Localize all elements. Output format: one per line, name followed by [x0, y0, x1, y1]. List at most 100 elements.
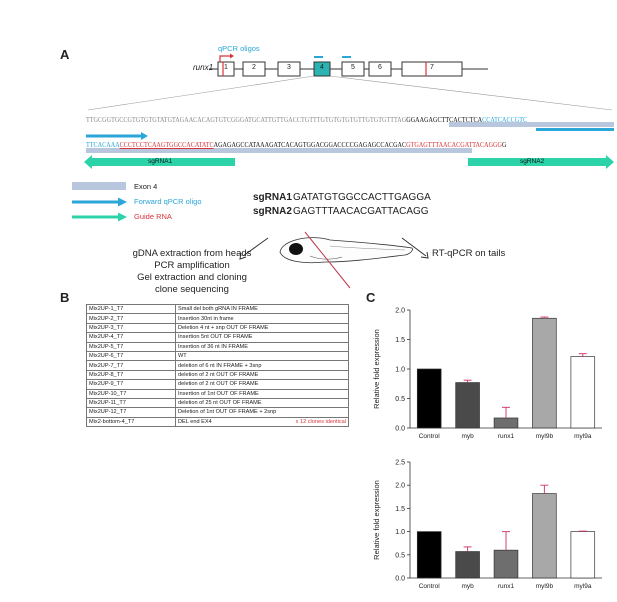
- x-tick-label: Control: [419, 583, 441, 590]
- y-tick-label: 0.5: [395, 396, 405, 403]
- sequence-line-2: TTCACAAACCCTCCTCAAGTGGCCACATATCAGAGAGCCA…: [86, 141, 507, 149]
- exon-2: [242, 61, 266, 77]
- gene-diagram: [84, 53, 614, 169]
- clone-id: Mix2UP-12_T7: [86, 407, 176, 418]
- exon-4: [313, 61, 331, 77]
- clone-id: Mix2UP-2_T7: [86, 313, 176, 324]
- bar-control: [416, 368, 442, 429]
- clone-id: Mix2UP-5_T7: [86, 341, 176, 352]
- sgrna2-sequence: sgRNA2GAGTTTAACACGATTACAGG: [253, 206, 429, 217]
- y-tick-label: 0.5: [395, 552, 405, 559]
- clone-id: Mix2UP-1_T7: [86, 303, 176, 315]
- x-tick-label: Control: [419, 433, 441, 440]
- clone-id: Mix2UP-11_T7: [86, 397, 176, 409]
- gdna-workflow-caption: gDNA extraction from heads PCR amplifica…: [132, 248, 252, 295]
- bar-control: [416, 531, 442, 579]
- mutation-text: deletion of 6 nt IN FRAME + 3snp: [178, 362, 262, 369]
- exon-label: 3: [287, 64, 291, 71]
- bar-myl9a: [570, 531, 596, 579]
- mutation-text: Insertion of 1nt OUT OF FRAME: [178, 390, 259, 397]
- mutation-text: Insertion of 36 nt IN FRAME: [178, 343, 248, 350]
- exon-1: [217, 61, 235, 77]
- y-tick-label: 1.5: [395, 337, 405, 344]
- exon-6: [368, 61, 392, 77]
- clone-id: Mix2UP-6_T7: [86, 350, 176, 362]
- bar-runx1: [493, 549, 519, 579]
- x-tick-label: runx1: [498, 583, 515, 590]
- y-tick-label: 1.0: [395, 529, 405, 536]
- exon-3: [277, 61, 301, 77]
- y-tick-label: 0.0: [395, 426, 405, 433]
- mutation-text: Deletion 4 nt + snp OUT OF FRAME: [178, 324, 269, 331]
- exon-label: 7: [430, 64, 434, 71]
- zebrafish-larva-illustration: [279, 231, 413, 289]
- clone-id: Mix2-bottom-4_T7: [86, 416, 176, 428]
- exon-5: [341, 61, 365, 77]
- panel-b-letter: B: [60, 290, 70, 305]
- gene-name: runx1: [193, 63, 214, 72]
- mutation-text: DEL end EX4: [178, 418, 212, 425]
- mutation-text: Insertion 30nt in frame: [178, 315, 234, 322]
- panel-c-letter: C: [366, 290, 376, 305]
- mutation-text: deletion of 25 nt OUT OF FRAME: [178, 400, 262, 407]
- exon-label: 5: [351, 64, 355, 71]
- clone-mutation: Deletion 4 nt + snp OUT OF FRAME: [175, 322, 349, 334]
- sgrna2-arrow-label: sgRNA2: [520, 158, 545, 165]
- mutation-text: WT: [178, 353, 187, 360]
- mutation-text: Insertion 5nt OUT OF FRAME: [178, 334, 253, 341]
- exon-label: 6: [378, 64, 382, 71]
- mutation-text: deletion of 2 nt OUT OF FRAME: [178, 381, 259, 388]
- clone-id: Mix2UP-7_T7: [86, 360, 176, 371]
- clone-mutation: DEL end EX4 x 12 clones identical: [175, 416, 349, 428]
- panel-a-letter: A: [60, 47, 70, 62]
- sequence-line-1: TTGCGGTGCCGTGTGTGTATGTAGAACACAGTGTCGGGAT…: [86, 116, 528, 124]
- bar-runx1: [493, 417, 519, 429]
- x-tick-label: myb: [461, 433, 474, 440]
- identical-clones-note: x 12 clones identical: [295, 418, 346, 425]
- sgrna1-sequence: sgRNA1GATATGTGGCCACTTGAGGA: [253, 192, 431, 203]
- clone-id: Mix2UP-4_T7: [86, 332, 176, 343]
- rtqpcr-caption: RT-qPCR on tails: [432, 248, 506, 259]
- sgrna1-arrow-label: sgRNA1: [148, 158, 173, 165]
- y-tick-label: 2.5: [395, 460, 405, 467]
- clone-id: Mix2UP-3_T7: [86, 322, 176, 334]
- clone-mutation: Insertion of 36 nt IN FRAME: [175, 341, 349, 352]
- clone-mutation: Insertion 5nt OUT OF FRAME: [175, 332, 349, 343]
- bar-myb: [455, 551, 480, 579]
- y-tick-label: 2.0: [395, 308, 405, 315]
- bar-myl9a: [570, 356, 596, 429]
- clone-mutation: WT: [175, 350, 349, 362]
- x-tick-label: myl9b: [536, 583, 554, 590]
- workflow-arrows: [239, 237, 429, 260]
- y-tick-label: 0.0: [395, 576, 405, 583]
- x-tick-label: myb: [461, 583, 474, 590]
- clone-id: Mix2UP-10_T7: [86, 388, 176, 399]
- exon-7: [401, 61, 463, 77]
- clone-mutation: Insertion 30nt in frame: [175, 313, 349, 324]
- y-tick-label: 1.5: [395, 506, 405, 513]
- clone-mutation: deletion of 6 nt IN FRAME + 3snp: [175, 360, 349, 371]
- exon-label: 1: [224, 64, 228, 71]
- x-tick-label: runx1: [498, 433, 515, 440]
- clone-mutation: Insertion of 1nt OUT OF FRAME: [175, 388, 349, 399]
- x-tick-label: myl9a: [574, 583, 592, 590]
- clone-id: Mix2UP-9_T7: [86, 379, 176, 390]
- mutation-text: Small del both gRNA IN FRAME: [178, 306, 258, 313]
- legend-exon4: Exon 4: [134, 182, 158, 191]
- exon-label: 4: [320, 64, 324, 71]
- y-axis-label: Relative fold expression: [372, 480, 381, 560]
